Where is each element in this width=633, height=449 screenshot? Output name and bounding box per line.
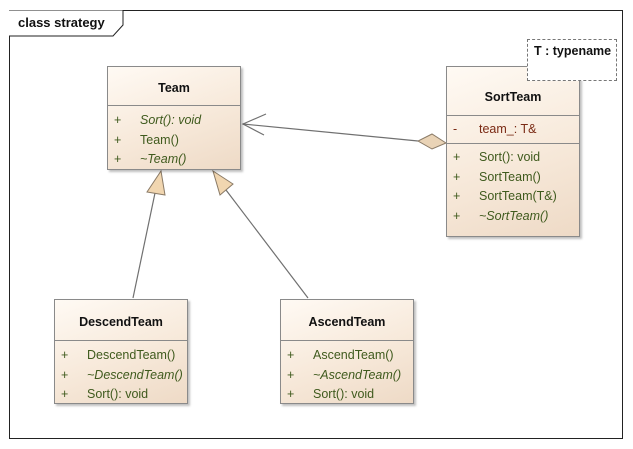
attributes-compartment-sortteam: - team_: T& <box>447 115 579 143</box>
class-team[interactable]: Team + Sort(): void + Team() + ~Team() <box>107 66 241 170</box>
class-name-descendteam: DescendTeam <box>79 315 163 329</box>
aggregation-line[interactable] <box>242 123 419 142</box>
generalization-triangle-descend <box>146 169 166 196</box>
template-parameter[interactable]: T : typename <box>527 39 617 81</box>
operation-row[interactable]: + Sort(): void <box>453 150 541 164</box>
generalization-triangle-ascend <box>212 169 234 196</box>
operation-row[interactable]: + Sort(): void <box>287 387 375 401</box>
operation-row[interactable]: + ~DescendTeam() <box>61 367 183 382</box>
class-sortteam[interactable]: SortTeam - team_: T& + Sort(): void + So… <box>446 66 580 237</box>
frame-tab <box>9 10 124 37</box>
operations-compartment-ascendteam: + AscendTeam() + ~AscendTeam() + Sort():… <box>281 340 413 405</box>
operations-compartment-team: + Sort(): void + Team() + ~Team() <box>108 105 240 170</box>
operation-row[interactable]: + Team() <box>114 132 179 147</box>
generalization-line-descend[interactable] <box>132 192 156 299</box>
operation-row[interactable]: + DescendTeam() <box>61 348 176 362</box>
aggregation-diamond <box>416 133 448 150</box>
class-ascendteam[interactable]: AscendTeam + AscendTeam() + ~AscendTeam(… <box>280 299 414 404</box>
operation-row[interactable]: + AscendTeam() <box>287 348 394 362</box>
operation-row[interactable]: + ~Team() <box>114 152 187 166</box>
generalization-line-ascend[interactable] <box>225 189 309 299</box>
navigability-arrow <box>241 113 267 136</box>
attribute-row[interactable]: - team_: T& <box>453 122 537 136</box>
operation-row[interactable]: + SortTeam(T&) <box>453 189 557 203</box>
class-name-team: Team <box>158 81 190 95</box>
operation-row[interactable]: + Sort(): void <box>61 387 149 401</box>
diagram-frame <box>9 10 623 439</box>
class-name-sortteam: SortTeam <box>484 90 542 104</box>
operation-row[interactable]: + ~SortTeam() <box>453 208 549 223</box>
class-descendteam[interactable]: DescendTeam + DescendTeam() + ~DescendTe… <box>54 299 188 404</box>
operation-row[interactable]: + SortTeam() <box>453 169 541 184</box>
frame-title: class strategy <box>18 15 105 30</box>
operations-compartment-sortteam: + Sort(): void + SortTeam() + SortTeam(T… <box>447 143 579 226</box>
operations-compartment-descendteam: + DescendTeam() + ~DescendTeam() + Sort(… <box>55 340 187 405</box>
operation-row[interactable]: + ~AscendTeam() <box>287 367 402 382</box>
class-name-ascendteam: AscendTeam <box>308 315 386 329</box>
operation-row[interactable]: + Sort(): void <box>114 113 202 127</box>
